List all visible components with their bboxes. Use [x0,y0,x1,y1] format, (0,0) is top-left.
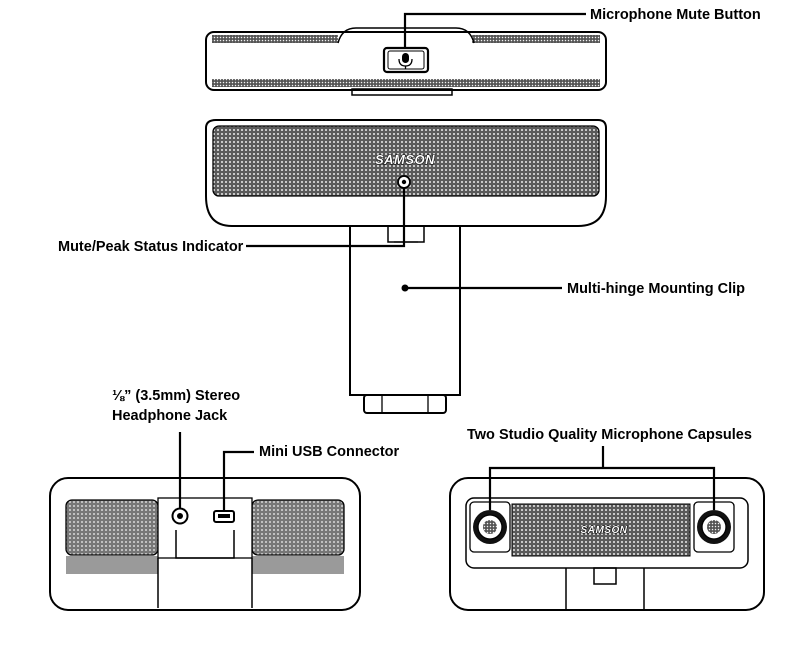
capsule-right-icon [693,501,735,553]
capsule-view-microphone: SAMSON Two Studio Quality Microphone Cap… [449,427,765,611]
mute-button-label: Microphone Mute Button [590,7,761,23]
samson-logo-back: SAMSON [581,525,628,536]
mute-button-leader [403,12,586,48]
headphone-jack-label-line2: Headphone Jack [112,408,228,424]
front-view-microphone: SAMSON Mute/Peak Status Indicator Multi-… [58,119,745,414]
capsule-left-icon [469,501,511,553]
front-grille [212,125,600,197]
status-indicator-leader [246,188,406,248]
mute-button [382,46,430,74]
rear-view-microphone: ⅛” (3.5mm) Stereo Headphone Jack Mini US… [49,388,400,611]
mini-usb-icon [213,510,235,523]
usb-connector-label: Mini USB Connector [259,444,400,460]
capsules-label: Two Studio Quality Microphone Capsules [467,427,752,443]
status-led-icon [397,175,411,189]
status-indicator-label: Mute/Peak Status Indicator [58,239,244,255]
headphone-jack-label-line1: ⅛” (3.5mm) Stereo [112,388,240,404]
top-view-microphone: Microphone Mute Button [205,7,761,96]
headphone-jack-icon [171,507,189,525]
usb-connector-leader [222,450,254,511]
microphone-icon [398,53,413,69]
samson-logo-front: SAMSON [375,152,435,167]
mounting-clip-label: Multi-hinge Mounting Clip [567,281,745,297]
